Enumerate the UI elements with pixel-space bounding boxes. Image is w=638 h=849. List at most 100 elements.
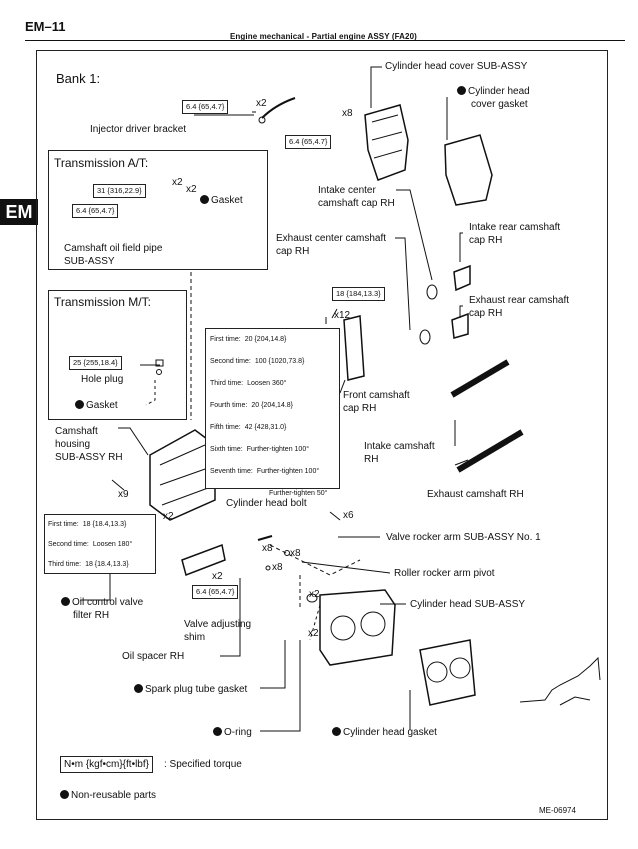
exhaust-center-cap-label-2: cap RH	[276, 246, 310, 257]
bolt-value: 100 {1020,73.8}	[254, 358, 305, 365]
spacer-torque: 6.4 {65,4.7}	[192, 585, 239, 599]
ocv-filter-label-2: filter RH	[73, 610, 110, 621]
nonreusable-bullet	[213, 727, 222, 736]
injector-torque: 6.4 {65,4.7}	[182, 100, 229, 114]
bolt-sequence-row: Sixth time:Further-tighten 100°	[210, 439, 327, 461]
oil-pipe-label: Camshaft oil field pipe	[64, 243, 163, 254]
housing-step: Third time:	[48, 561, 82, 568]
cyl-head-label: Cylinder head SUB-ASSY	[410, 599, 526, 610]
bolt-value: 42 {428,31.0}	[244, 424, 287, 431]
cover-gasket-label-2: cover gasket	[471, 99, 528, 110]
transmission-mt-box: Transmission M/T: 25 {255,18.4} Hole plu…	[48, 290, 187, 420]
bolt-sequence-row: Seventh time:Further-tighten 100°	[210, 461, 327, 483]
nonreusable-bullet	[457, 86, 466, 95]
at-qty-2: x2	[186, 184, 197, 195]
at-qty-1: x2	[172, 177, 183, 188]
housing-value: Loosen 180°	[92, 541, 133, 548]
mt-torque: 25 {255,18.4}	[69, 356, 122, 370]
torque-unit-legend: N•m {kgf•cm}{ft•lbf}	[60, 756, 153, 773]
head-qty: x2	[309, 589, 320, 600]
housing-qty: x9	[118, 489, 129, 500]
oil-spacer-label: Oil spacer RH	[122, 651, 185, 662]
bolt-value: Further-tighten 100°	[256, 468, 320, 475]
bolt-step: First time:	[210, 336, 241, 343]
exhaust-rear-cap-label: Exhaust rear camshaft	[469, 295, 570, 306]
section-title: Engine mechanical - Partial engine ASSY …	[230, 32, 417, 41]
head-bolt-sequence-table: First time:20 {204,14.8}Second time:100 …	[205, 328, 340, 497]
injector-qty: x2	[256, 98, 267, 109]
shim-label: Valve adjusting	[184, 619, 252, 630]
spark-gasket-label: Spark plug tube gasket	[134, 683, 247, 696]
nonreusable-bullet	[61, 597, 70, 606]
nonreusable-bullet	[200, 195, 209, 204]
bolt-value: 20 {204,14.8}	[251, 402, 294, 409]
bolt-step: Second time:	[210, 358, 251, 365]
bolt-sequence-row: Fifth time:42 {428,31.0}	[210, 417, 327, 439]
housing-step: Second time:	[48, 541, 89, 548]
nonreusable-bullet	[332, 727, 341, 736]
bolt-step: Third time:	[210, 380, 244, 387]
housing-value: 18 {18.4,13.3}	[85, 561, 129, 568]
nonreusable-legend: Non-reusable parts	[60, 789, 156, 802]
bolt-sequence-row: Second time:100 {1020,73.8}	[210, 351, 327, 373]
shim-qty: x8	[272, 562, 283, 573]
front-cap-qty: x12	[334, 310, 351, 321]
intake-center-cap-label: Intake center	[318, 185, 376, 196]
intake-camshaft-label: Intake camshaft	[364, 441, 435, 452]
header-rule	[25, 40, 625, 41]
cover-gasket-label: Cylinder head	[457, 85, 530, 98]
intake-camshaft-label-2: RH	[364, 454, 379, 465]
shim-label-2: shim	[184, 632, 206, 643]
front-cap-label-2: cap RH	[343, 403, 377, 414]
housing-sequence-row: First time:18 {18.4,13.3}	[48, 515, 132, 535]
spacer-qty: x2	[212, 571, 223, 582]
at-torque-2: 6.4 {65,4.7}	[72, 204, 119, 218]
at-torque-1: 31 {316,22.9}	[93, 184, 146, 198]
transmission-at-box: Transmission A/T: 31 {316,22.9} x2 x2 Ga…	[48, 150, 268, 270]
intake-center-cap-label-2: camshaft cap RH	[318, 198, 395, 209]
oil-pipe-label-2: SUB-ASSY	[64, 256, 115, 267]
bolt-qty: x6	[343, 510, 354, 521]
bolt-step: Sixth time:	[210, 446, 243, 453]
front-cap-label: Front camshaft	[343, 390, 410, 401]
pivot-qty: x8	[290, 548, 301, 559]
torque-legend-text: : Specified torque	[164, 759, 242, 770]
nonreusable-bullet	[60, 790, 69, 799]
ocv-qty: x2	[163, 511, 174, 522]
mt-gasket: Gasket	[75, 399, 118, 412]
cyl-head-cover-label: Cylinder head cover SUB-ASSY	[385, 61, 528, 72]
bolt-step: Seventh time:	[210, 468, 253, 475]
housing-sequence-row: Third time:18 {18.4,13.3}	[48, 555, 132, 575]
housing-sequence-row: Second time:Loosen 180°	[48, 535, 132, 555]
housing-label: Camshaft	[55, 426, 98, 437]
front-cap-torque: 18 {184,13.3}	[332, 287, 385, 301]
bank-label: Bank 1:	[56, 71, 101, 86]
housing-sequence-table: First time:18 {18.4,13.3}Second time:Loo…	[44, 514, 156, 574]
housing-label-2: housing	[55, 439, 91, 450]
injector-bracket-label: Injector driver bracket	[90, 124, 187, 135]
exhaust-rear-cap-label-2: cap RH	[469, 308, 503, 319]
hole-plug-label: Hole plug	[81, 374, 124, 385]
intake-rear-cap-label: Intake rear camshaft	[469, 222, 561, 233]
page-number: EM–11	[25, 19, 66, 34]
rocker-qty: x8	[262, 543, 273, 554]
housing-step: First time:	[48, 521, 79, 528]
ocv-filter-label: Oil control valve	[61, 596, 143, 609]
pivot-label: Roller rocker arm pivot	[394, 568, 495, 579]
diagram-frame	[36, 50, 608, 820]
head-qty-2: x2	[308, 628, 319, 639]
bolt-value: 20 {204,14.8}	[244, 336, 287, 343]
transmission-at-title: Transmission A/T:	[54, 156, 149, 170]
bolt-sequence-row: First time:20 {204,14.8}	[210, 329, 327, 351]
bolt-step: Fourth time:	[210, 402, 248, 409]
o-ring-label: O-ring	[213, 726, 252, 739]
bolt-sequence-row: Fourth time:20 {204,14.8}	[210, 395, 327, 417]
bolt-step: Fifth time:	[210, 424, 241, 431]
cyl-head-bolt-label: Cylinder head bolt	[226, 498, 307, 509]
intake-rear-cap-label-2: cap RH	[469, 235, 503, 246]
em-side-tab[interactable]: EM	[0, 199, 38, 225]
rocker-arm-label: Valve rocker arm SUB-ASSY No. 1	[386, 532, 541, 543]
bolt-value: Further-tighten 100°	[246, 446, 310, 453]
figure-id: ME-06974	[539, 806, 576, 815]
nonreusable-bullet	[134, 684, 143, 693]
